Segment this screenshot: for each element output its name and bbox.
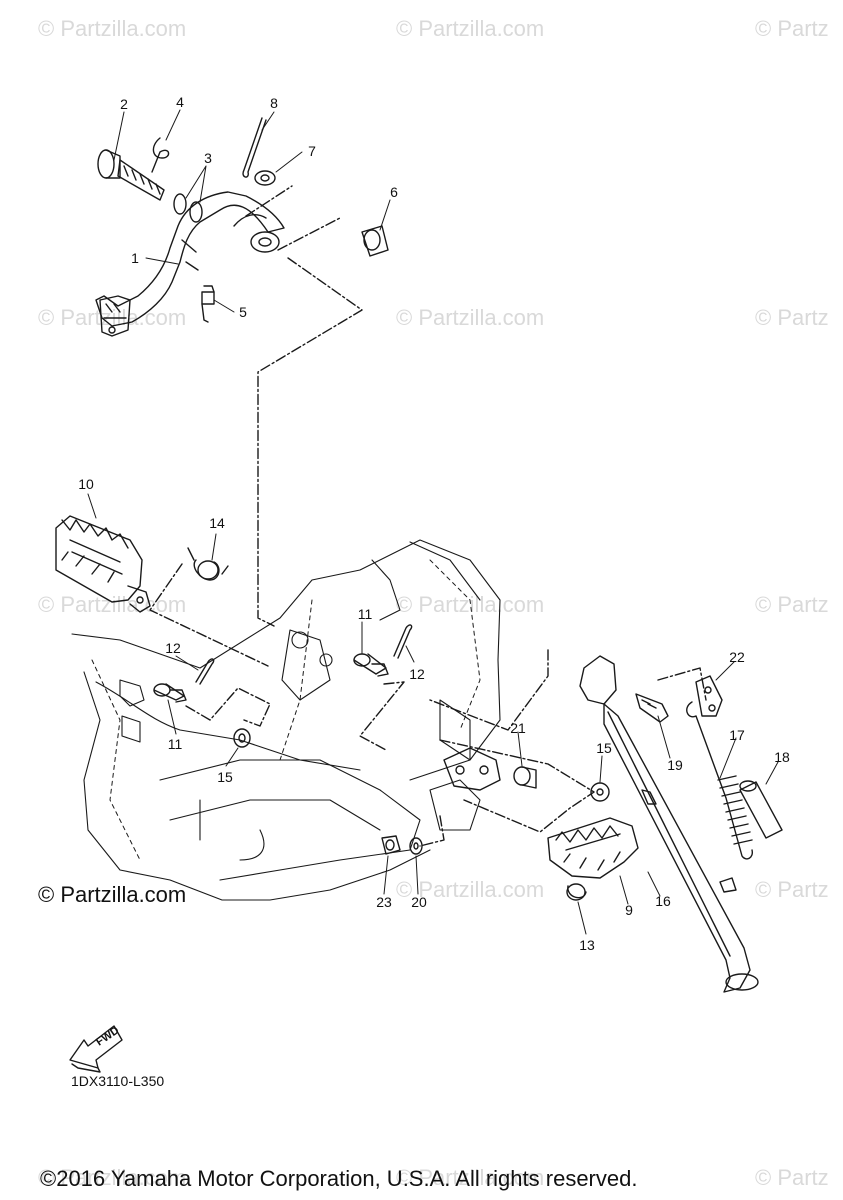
watermark: © Partz (755, 592, 829, 617)
callout-3[interactable]: 3 (204, 150, 212, 166)
footrest-spring-13-part (566, 883, 587, 901)
callout-2[interactable]: 2 (120, 96, 128, 112)
callout-20[interactable]: 20 (411, 894, 427, 910)
stand-spring-17-part (686, 701, 754, 860)
inline-credit: © Partzilla.com (38, 882, 187, 907)
callout-5[interactable]: 5 (239, 304, 247, 320)
watermark: © Partz (755, 16, 829, 41)
bracket-22-part (695, 675, 723, 717)
pivot-shaft-part (97, 149, 165, 201)
callout-4[interactable]: 4 (176, 94, 184, 110)
collar-15-right-part (590, 782, 610, 802)
watermark: © Partzilla.com (38, 592, 187, 617)
watermark: © Partzilla.com (396, 877, 545, 902)
watermark: © Partzilla.com (396, 592, 545, 617)
pivot-bolt-21-part (513, 766, 537, 789)
watermark: © Partzilla.com (396, 305, 545, 330)
watermark: © Partz (755, 1165, 829, 1190)
washer-part (254, 170, 276, 186)
callout-1[interactable]: 1 (131, 250, 139, 266)
callout-21[interactable]: 21 (510, 720, 526, 736)
callout-14[interactable]: 14 (209, 515, 225, 531)
cotter-pin-12-right (393, 624, 413, 659)
callout-8[interactable]: 8 (270, 95, 278, 111)
callout-12a[interactable]: 12 (165, 640, 181, 656)
fwd-label: FWD (94, 1025, 122, 1049)
pin-11-left-part (153, 683, 187, 703)
footrest-spring-part (187, 547, 229, 581)
cotter-pin-part (242, 117, 267, 178)
watermark: © Partzilla.com (396, 16, 545, 41)
cotter-pin-12-left (195, 658, 215, 685)
collar-15-left-part (233, 728, 251, 748)
watermark: © Partzilla.com (38, 1165, 187, 1190)
diagram-code: 1DX3110-L350 (71, 1073, 165, 1089)
callout-11b[interactable]: 11 (167, 736, 183, 752)
leader-line (257, 257, 363, 627)
pin-part (361, 225, 389, 257)
copyright-notice: ©2016 Yamaha Motor Corporation, U.S.A. A… (40, 1166, 638, 1191)
frame-outline (71, 539, 501, 901)
footrest-right-part (547, 817, 639, 879)
footrest-left-part (55, 515, 151, 613)
callout-23[interactable]: 23 (376, 894, 392, 910)
callout-15b[interactable]: 15 (596, 740, 612, 756)
side-stand-part (579, 655, 759, 993)
fwd-arrow-icon (69, 1025, 123, 1073)
collar-18-part (739, 780, 783, 839)
callout-17[interactable]: 17 (729, 727, 745, 743)
watermark: © Partzilla.com (38, 16, 187, 41)
callout-10[interactable]: 10 (78, 476, 94, 492)
o-ring-part (189, 201, 203, 223)
bolt-19-part (635, 693, 669, 723)
callout-22[interactable]: 22 (729, 649, 745, 665)
washer-20-part (409, 837, 423, 855)
nut-23-part (381, 835, 401, 855)
return-spring-part (201, 285, 215, 323)
watermark: © Partz (755, 305, 829, 330)
callout-18[interactable]: 18 (774, 749, 790, 765)
r-clip-part (151, 137, 170, 173)
callout-9[interactable]: 9 (625, 902, 633, 918)
watermark: © Partzilla.com (396, 1165, 545, 1190)
callout-11a[interactable]: 11 (357, 606, 373, 622)
brake-pedal-part (95, 191, 285, 337)
callout-12b[interactable]: 12 (409, 666, 425, 682)
callout-13[interactable]: 13 (579, 937, 595, 953)
callout-7[interactable]: 7 (308, 143, 316, 159)
pin-11-right-part (353, 653, 389, 677)
callout-16[interactable]: 16 (655, 893, 671, 909)
callout-6[interactable]: 6 (390, 184, 398, 200)
o-ring-part (173, 193, 187, 215)
watermark: © Partz (755, 877, 829, 902)
callout-15a[interactable]: 15 (217, 769, 233, 785)
callout-19[interactable]: 19 (667, 757, 683, 773)
